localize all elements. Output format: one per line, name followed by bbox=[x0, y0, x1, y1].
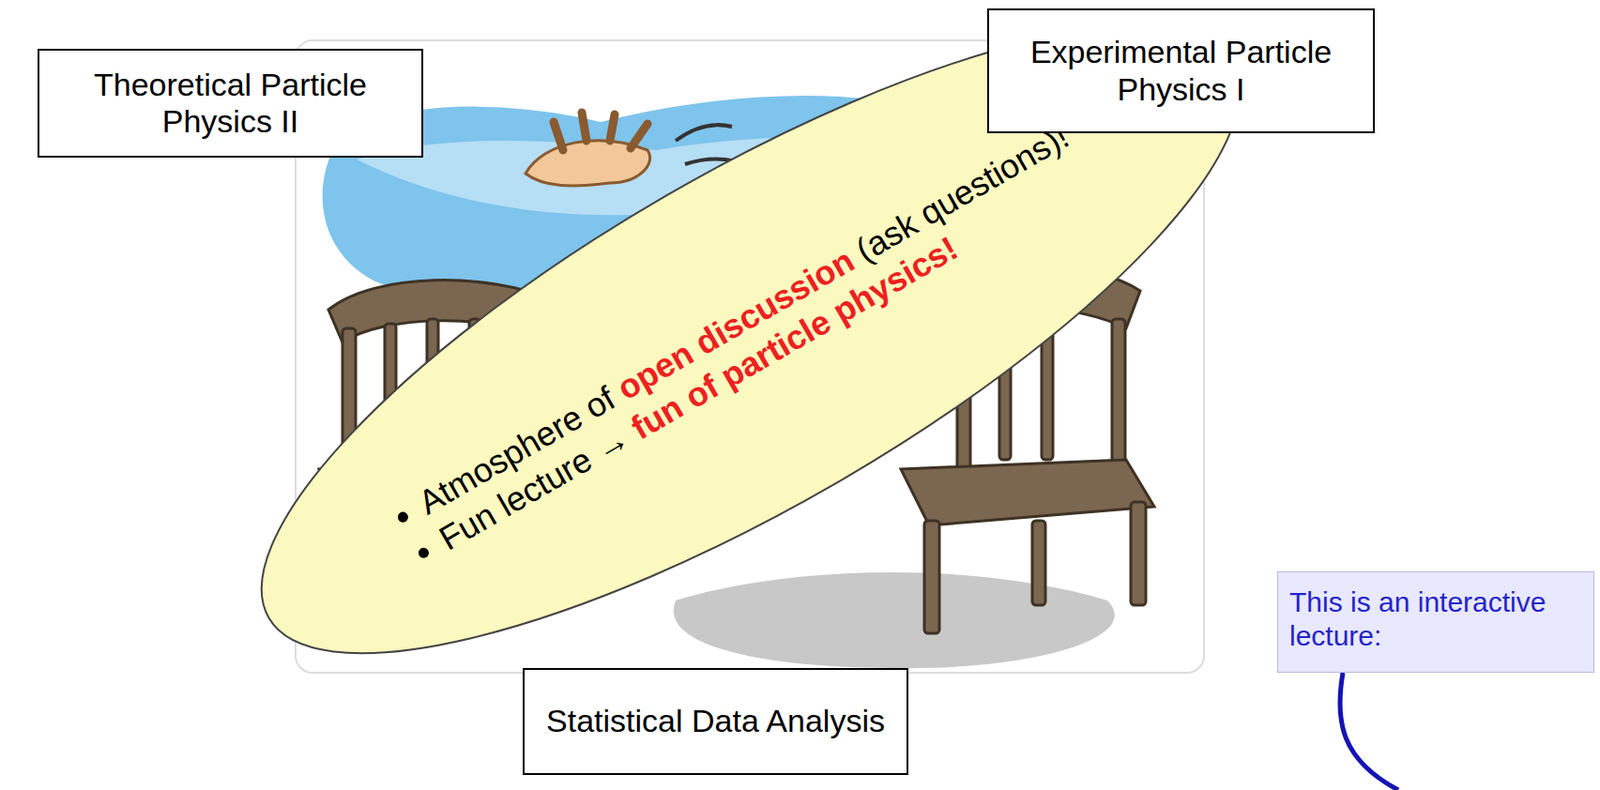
course-box: Statistical Data Analysis bbox=[522, 668, 909, 776]
label-text: Experimental Particle Physics I bbox=[998, 33, 1364, 107]
shadow bbox=[673, 572, 1115, 669]
label-text: Theoretical Particle Physics II bbox=[48, 66, 412, 140]
course-box: Theoretical Particle Physics II bbox=[37, 48, 424, 158]
label-text: This is an interactive lecture: bbox=[1289, 585, 1583, 654]
pointer-line bbox=[1340, 672, 1399, 790]
note-box: This is an interactive lecture: bbox=[1277, 571, 1595, 673]
label-text: Statistical Data Analysis bbox=[546, 702, 885, 740]
course-box: Experimental Particle Physics I bbox=[987, 8, 1375, 134]
